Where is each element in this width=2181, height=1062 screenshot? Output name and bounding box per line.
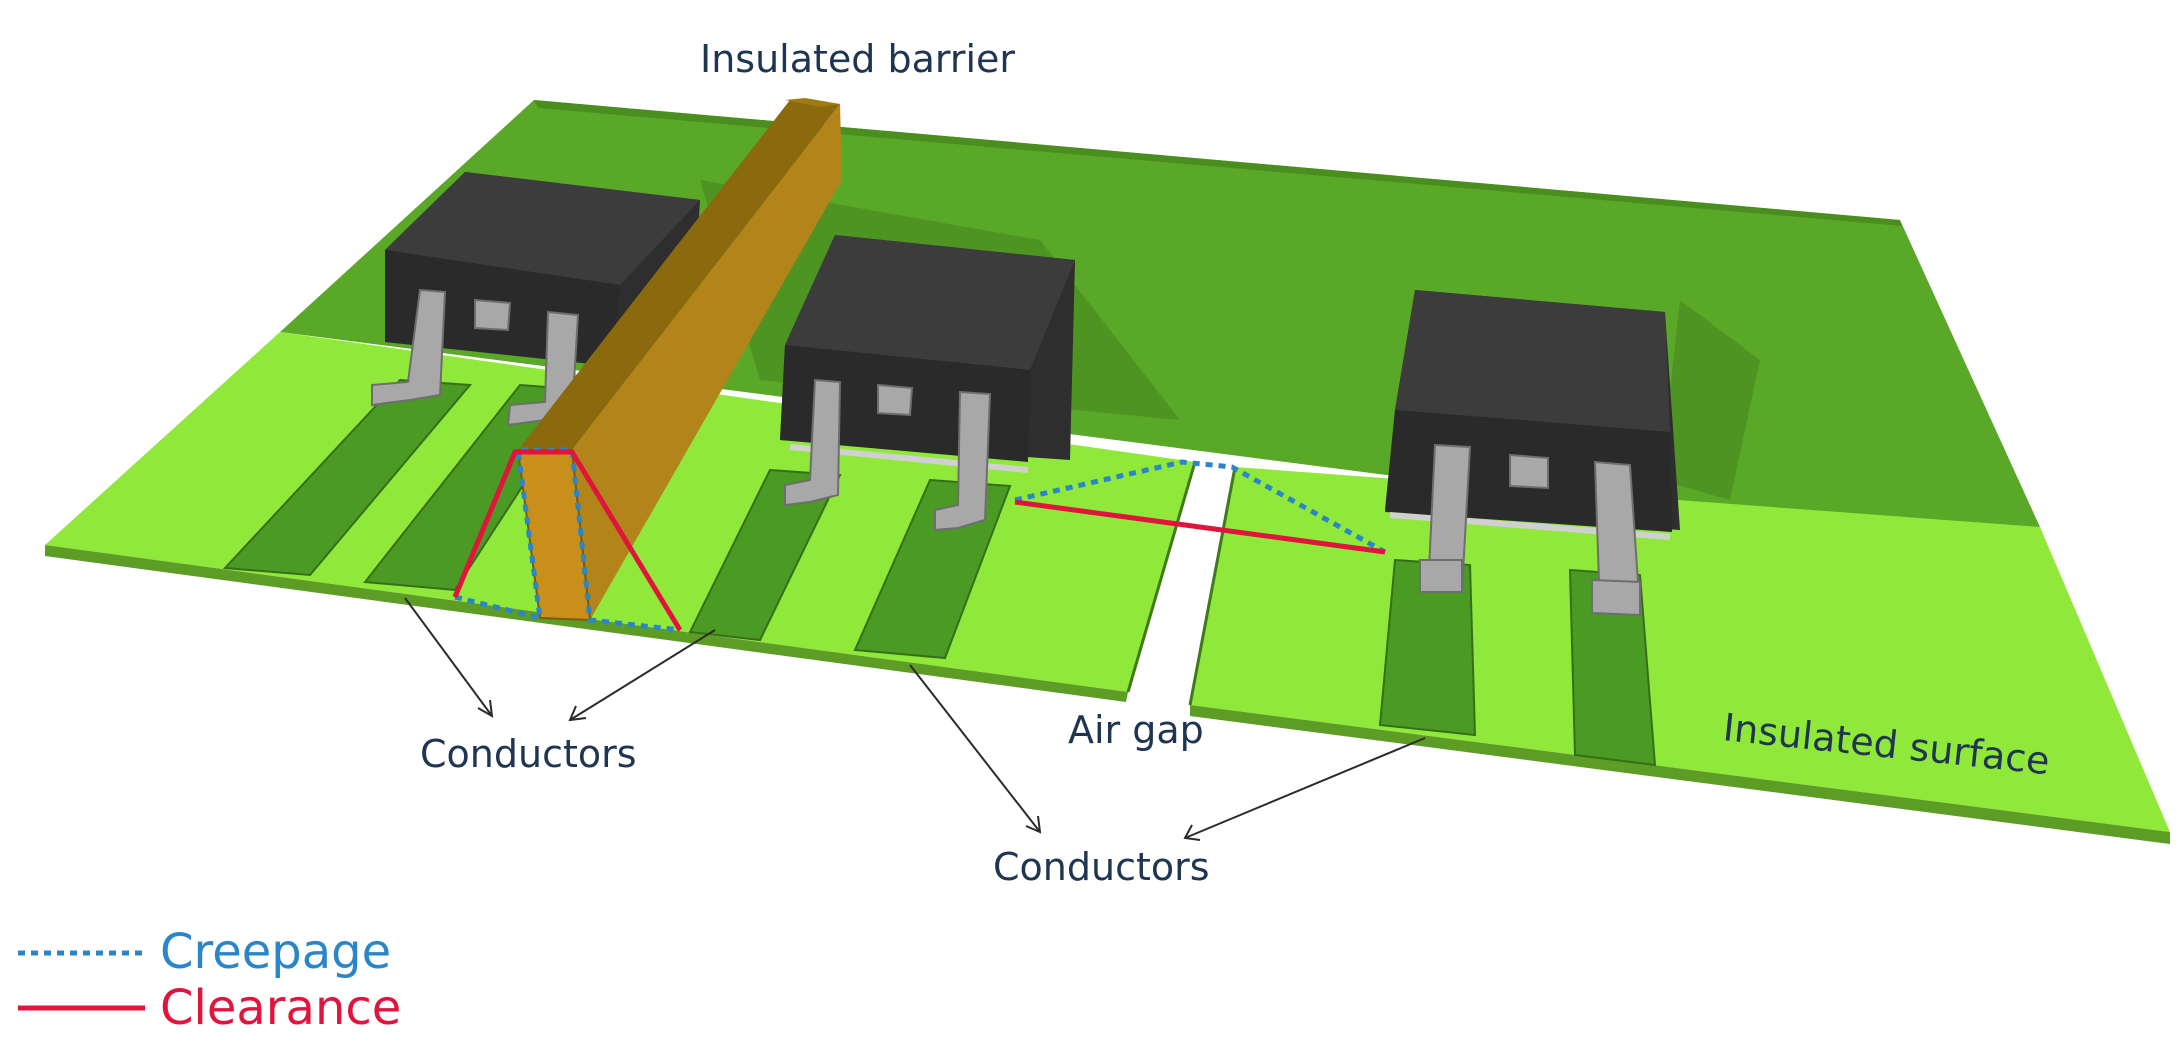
chip-center: [780, 235, 1075, 532]
clearance-path-barrier: [452, 449, 683, 632]
creepage-path-barrier: [454, 447, 681, 633]
legend-creepage-label: Creepage: [160, 924, 391, 980]
creepage-paths: [454, 447, 1387, 633]
chip-right-leads: [1419, 443, 1642, 617]
clearance-path-airgap: [1014, 499, 1386, 555]
chip-center-leads: [784, 378, 992, 532]
insulated-barrier: [516, 98, 842, 622]
chip-left: [371, 172, 700, 427]
arrow-conductor-bottom-a: [909, 664, 1041, 833]
arrow-conductor-left-b: [569, 629, 716, 721]
label-conductors-left: Conductors: [420, 732, 637, 776]
clearance-paths: [452, 449, 1386, 632]
air-gap-slot: [1126, 461, 1237, 706]
label-insulated-barrier: Insulated barrier: [700, 37, 1015, 81]
legend-clearance-label: Clearance: [160, 980, 401, 1036]
creepage-path-airgap: [1014, 459, 1387, 555]
label-conductors-bottom: Conductors: [993, 845, 1210, 889]
label-air-gap: Air gap: [1068, 708, 1204, 752]
callout-arrows: [404, 597, 1426, 841]
arrow-conductor-left-a: [404, 597, 493, 717]
legend: Creepage Clearance: [18, 924, 401, 1036]
arrow-conductor-bottom-b: [1184, 737, 1426, 839]
chip-right: [1385, 290, 1680, 617]
